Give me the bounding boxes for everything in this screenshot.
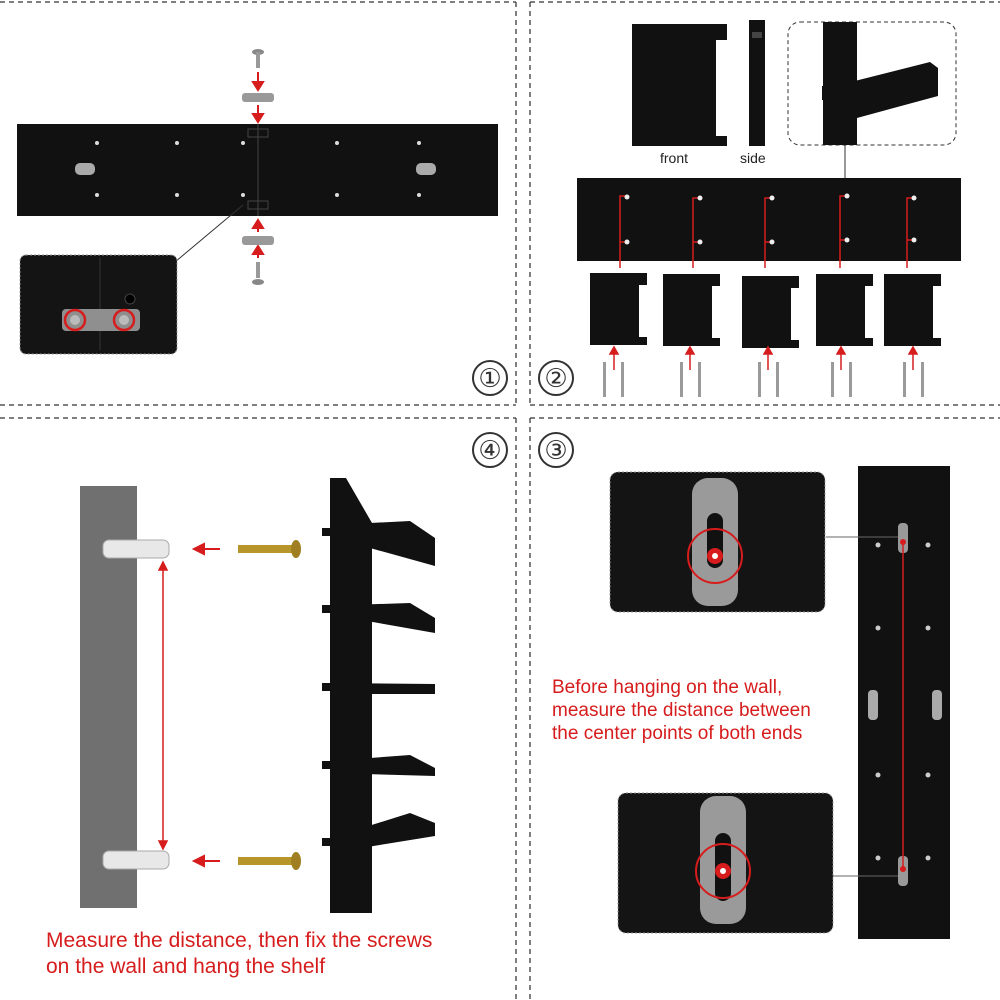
step1-illustration xyxy=(0,0,516,405)
shelf-front-view xyxy=(632,24,727,146)
back-board xyxy=(577,178,961,261)
step2-panel: front side ② xyxy=(530,0,1000,405)
assembled-shelf xyxy=(322,478,435,913)
arrow-icon xyxy=(194,544,220,866)
connector-plate-icon xyxy=(242,236,274,245)
front-label: front xyxy=(660,150,688,166)
step4-number: ④ xyxy=(472,432,508,468)
screw-icon xyxy=(252,262,264,285)
measurement-line xyxy=(159,562,167,849)
connector-detail-zoom xyxy=(20,255,177,354)
step1-panel: ① xyxy=(0,0,516,405)
step4-instruction: Measure the distance, then fix the screw… xyxy=(46,928,506,980)
screw-icon xyxy=(252,49,264,68)
step3-instruction-line2: measure the distance between xyxy=(552,699,842,722)
step3-instruction-line1: Before hanging on the wall, xyxy=(552,676,842,699)
step4-instruction-line1: Measure the distance, then fix the screw… xyxy=(46,928,506,954)
step3-instruction-line3: the center points of both ends xyxy=(552,722,842,745)
step3-number: ③ xyxy=(538,432,574,468)
step3-panel: ③ Before hanging on the wall, measure th… xyxy=(530,418,1000,1000)
step1-number: ① xyxy=(472,360,508,396)
arrow-icon xyxy=(610,347,917,370)
step4-illustration xyxy=(0,418,516,1000)
step2-number: ② xyxy=(538,360,574,396)
step3-instruction: Before hanging on the wall, measure the … xyxy=(552,676,842,745)
connector-plate-icon xyxy=(242,93,274,102)
shelf-side-view xyxy=(749,20,765,146)
side-label: side xyxy=(740,150,766,166)
step4-panel: ④ Measure the distance, then fix the scr… xyxy=(0,418,516,1000)
step4-instruction-line2: on the wall and hang the shelf xyxy=(46,954,506,980)
screw-icon xyxy=(238,540,301,870)
screw-icon xyxy=(603,362,924,397)
step2-illustration xyxy=(530,0,1000,405)
